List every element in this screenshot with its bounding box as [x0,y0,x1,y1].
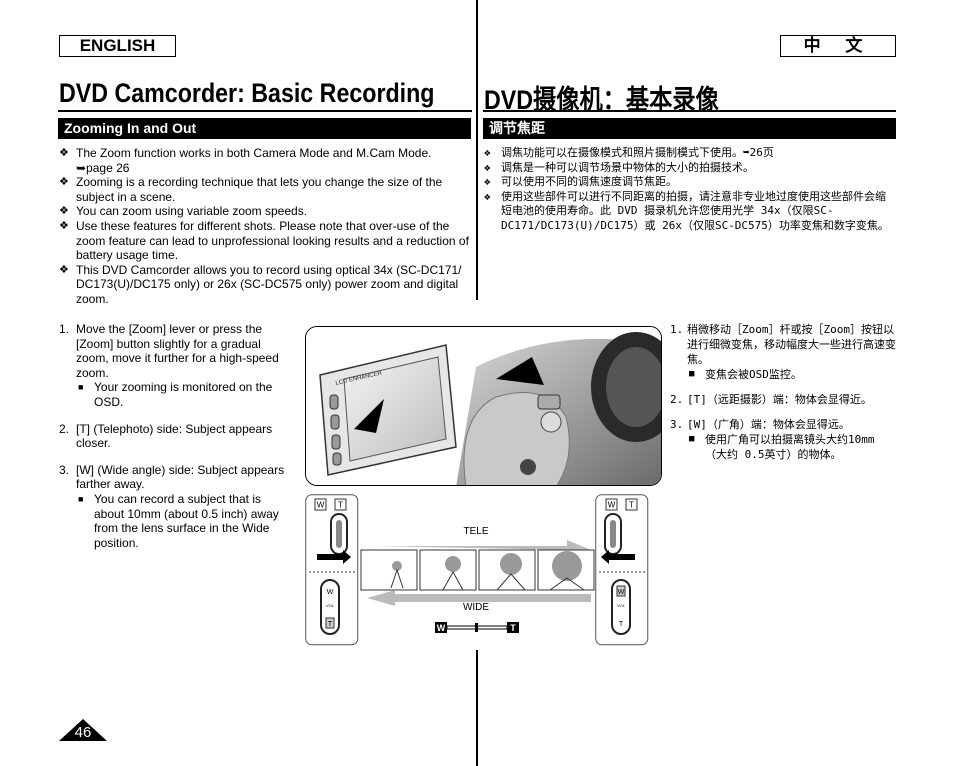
svg-text:T: T [328,621,333,628]
svg-text:VOL: VOL [326,603,335,608]
title-rule-left [58,110,472,112]
list-item: ❖调焦是一种可以调节场景中物体的大小的拍摄技术。 [484,160,754,174]
step-item: 1. Move the [Zoom] lever or press the [Z… [59,322,291,410]
svg-text:W: W [327,589,334,596]
svg-text:T: T [338,501,343,510]
list-item: ❖This DVD Camcorder allows you to record… [59,262,462,306]
w-key-box [314,498,327,511]
wide-label: WIDE [463,602,489,613]
step-item: 3. [W]（广角）端：物体会显得远。 ■使用广角可以拍摄离镜头大约10mm（大… [670,417,896,462]
bullet-diamond-icon: ❖ [484,160,491,174]
svg-text:W: W [437,623,446,633]
arrow-to-zoom-lever-icon [496,357,544,385]
thumbnail-wide [360,549,418,591]
step-item: 1. 稍微移动［Zoom］杆或按［Zoom］按钮以进行细微变焦，移动幅度大一些进… [670,323,896,381]
bullet-list-zh: ❖调焦功能可以在摄像模式和照片摄制模式下使用。➥26页 ❖调焦是一种可以调节场景… [484,146,896,234]
square-bullet-icon: ■ [78,493,84,504]
square-bullet-icon: ■ [689,369,695,379]
list-item: ❖You can zoom using variable zoom speeds… [59,204,308,219]
list-item: ❖使用这些部件可以进行不同距离的拍摄，请注意非专业地过度使用这些部件会缩短电池的… [484,189,889,232]
zoom-sequence-thumbnails [360,549,595,591]
triangle-icon [59,719,107,741]
section-heading-en: Zooming In and Out [58,118,471,139]
bullet-diamond-icon: ❖ [59,176,69,189]
step-subnote: ■使用广角可以拍摄离镜头大约10mm（大约 0.5英寸）的物体。 [689,433,875,461]
square-bullet-icon: ■ [78,382,84,393]
camcorder-photo: LCD ENHANCER [305,326,662,486]
list-item: ❖可以使用不同的调焦速度调节焦距。 [484,175,677,189]
svg-text:W: W [317,501,325,510]
step-item: 2. [T]（远距摄影）端：物体会显得近。 [670,393,872,406]
bullet-diamond-icon: ❖ [484,175,491,189]
svg-text:T: T [510,623,516,633]
step-subnote: ■变焦会被OSD监控。 [689,368,802,381]
page-number: 46 [74,724,92,741]
arrow-left-icon [601,550,635,564]
svg-text:T: T [619,621,624,628]
camcorder-illustration: LCD ENHANCER [306,327,661,485]
list-item: ❖Use these features for different shots.… [59,218,469,263]
tele-label: TELE [463,526,488,537]
step-subnote: ■Your zooming is monitored on the OSD. [78,380,273,409]
tele-arrow-icon [375,540,591,550]
title-rule-right [483,110,896,112]
bullet-diamond-icon: ❖ [59,205,69,218]
arrow-right-icon [317,550,351,564]
section-heading-zh: 调节焦距 [483,118,896,139]
step-item: 2. [T] (Telephoto) side: Subject appears… [59,421,273,451]
svg-text:W: W [618,589,625,596]
bullet-list-en: ❖The Zoom function works in both Camera … [59,146,471,307]
arrow-to-zoom-button-icon [354,399,384,433]
bullet-diamond-icon: ❖ [59,263,69,276]
lang-label-chinese: 中 文 [780,35,896,57]
svg-text:W: W [608,501,616,510]
lcd-screen [343,356,447,462]
svg-text:T: T [629,501,634,510]
zoom-bar-icon: W T [435,622,519,633]
bullet-diamond-icon: ❖ [484,146,491,159]
lang-label-english: ENGLISH [59,35,176,57]
page-number-badge: 46 [59,719,107,741]
step-item: 3. [W] (Wide angle) side: Subject appear… [59,463,291,551]
steps-zh: 1. 稍微移动［Zoom］杆或按［Zoom］按钮以进行细微变焦，移动幅度大一些进… [670,322,896,472]
list-item: ❖调焦功能可以在摄像模式和照片摄制模式下使用。➥26页 [484,146,774,159]
bullet-diamond-icon: ❖ [59,219,69,232]
wide-arrow-icon [367,590,591,606]
t-key-box [334,498,347,511]
svg-text:VOL: VOL [617,603,626,608]
t-key-box [625,498,638,511]
list-item: ❖Zooming is a recording technique that l… [59,175,443,204]
w-key-box [605,498,618,511]
steps-en: 1. Move the [Zoom] lever or press the [Z… [59,322,291,562]
step-subnote: ■You can record a subject that is about … [78,491,279,550]
bullet-diamond-icon: ❖ [484,189,491,203]
square-bullet-icon: ■ [689,434,695,444]
zoom-diagram: W T W VOL T W T W VOL T TELE [305,494,662,646]
list-item: ❖The Zoom function works in both Camera … [59,146,432,175]
page-title-en: DVD Camcorder: Basic Recording [59,78,435,108]
bullet-diamond-icon: ❖ [59,147,69,159]
